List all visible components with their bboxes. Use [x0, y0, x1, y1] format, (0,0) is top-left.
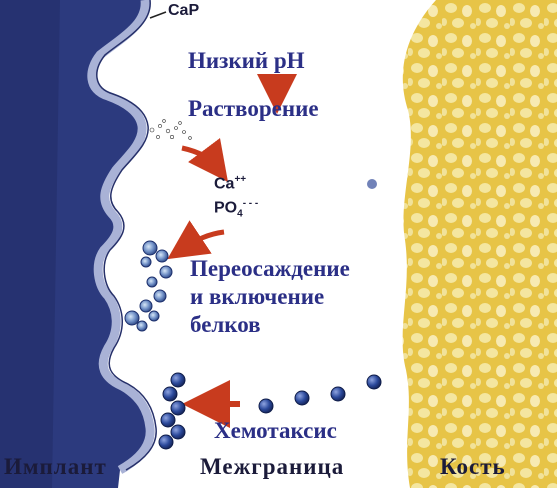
- surface-cells: [159, 373, 185, 449]
- bone-region: [403, 0, 557, 488]
- chemotaxis-label: Хемотаксис: [214, 418, 337, 444]
- adsorbed-proteins: [125, 241, 172, 331]
- phosphate-ion-label: PO4- - -: [214, 198, 258, 220]
- ion-dot: [367, 179, 377, 189]
- low-ph-label: Низкий рН: [188, 48, 305, 74]
- cap-label: CaP: [168, 2, 199, 20]
- reprecipitation-label-line1: Переосаждение: [190, 256, 350, 282]
- cap-leader-line: [150, 12, 166, 18]
- bone-caption: Кость: [440, 454, 506, 480]
- dissolution-label: Растворение: [188, 96, 319, 122]
- interface-caption: Межграница: [200, 454, 344, 480]
- reprecipitation-label-line2: и включение: [190, 284, 324, 310]
- dissolution-particles: [150, 120, 191, 140]
- implant-shading: [0, 0, 60, 488]
- calcium-ion-label: Ca++: [214, 174, 246, 193]
- implant-caption: Имплант: [4, 454, 107, 480]
- reprecipitation-arrow: [184, 232, 224, 248]
- migrating-cells: [259, 375, 381, 413]
- release-arrow: [182, 148, 216, 166]
- reprecipitation-label-line3: белков: [190, 312, 261, 338]
